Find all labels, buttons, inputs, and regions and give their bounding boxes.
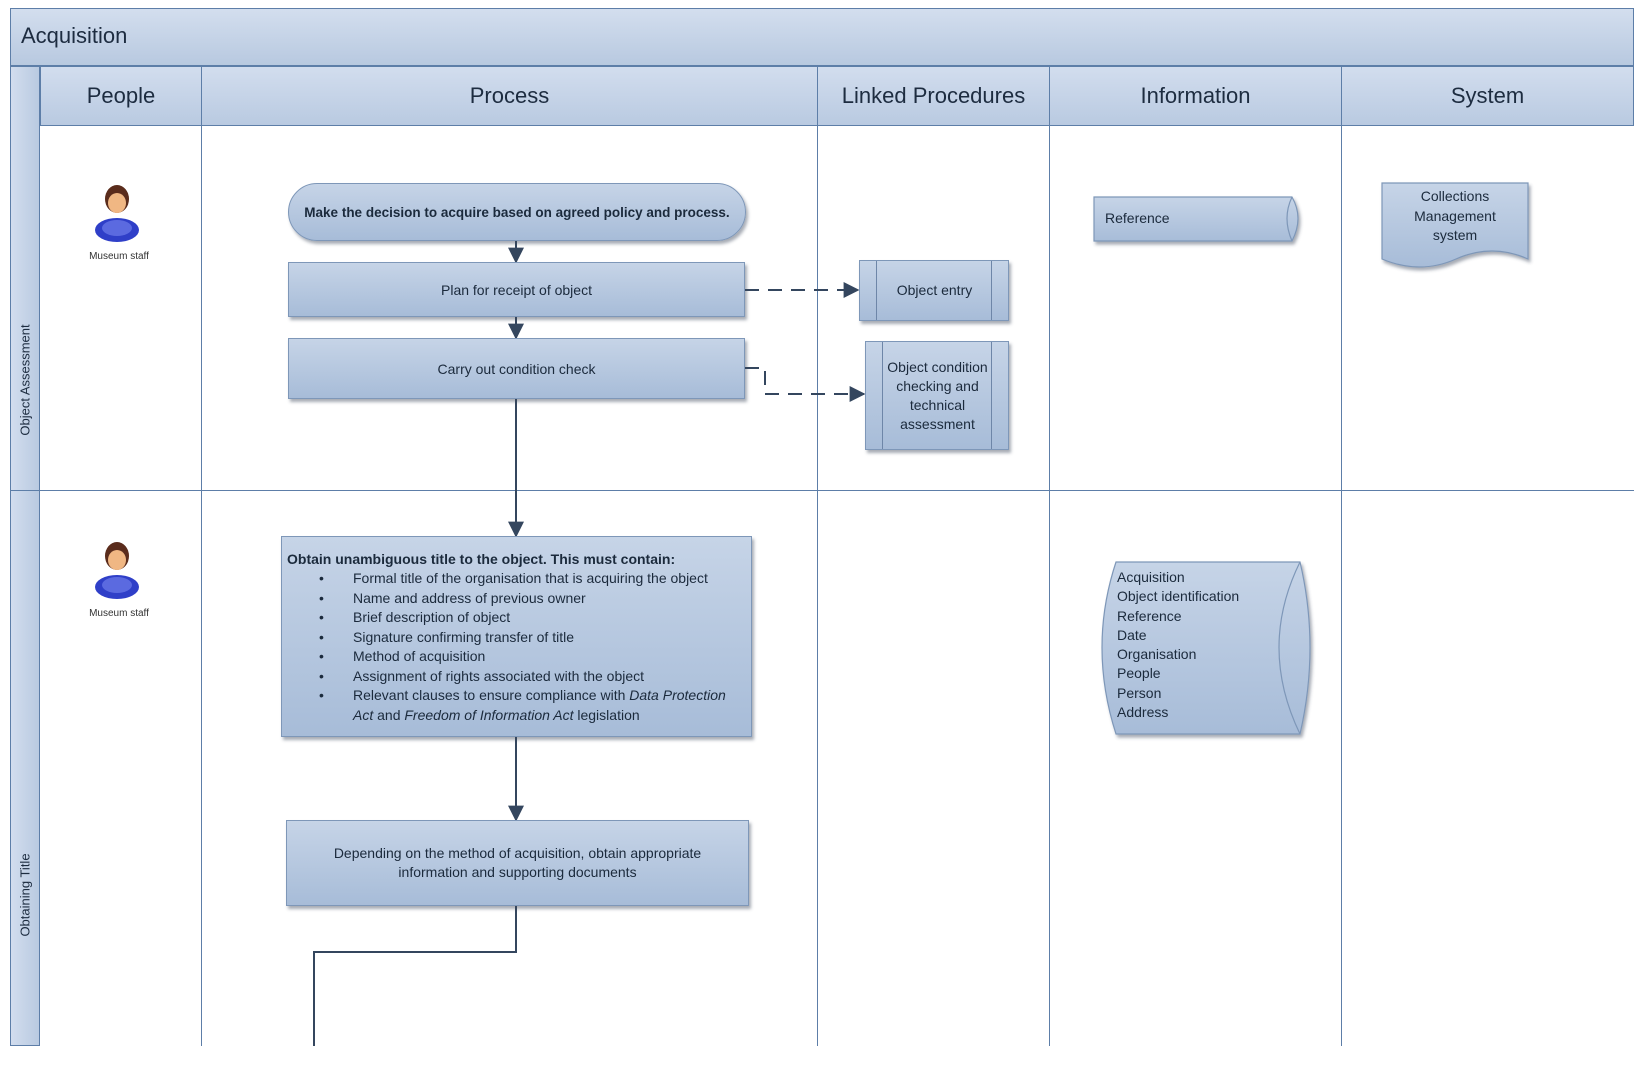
cms-label: Collections Management system: [1414, 188, 1496, 243]
information-items: Acquisition Object identification Refere…: [1117, 568, 1239, 722]
lane-label-bar-obtaining-title: Obtaining Title: [10, 490, 40, 1046]
information-item: Person: [1117, 684, 1162, 701]
lane-label-object-assessment: Object Assessment: [17, 324, 33, 436]
information-item: Address: [1117, 704, 1169, 721]
lane-label-bar-object-assessment: Object Assessment: [10, 66, 40, 491]
subprocess-bar-left: [876, 261, 877, 320]
obtain-title-item: Signature confirming transfer of title: [287, 628, 745, 648]
information-item: Acquisition: [1117, 569, 1185, 585]
museum-staff-icon: [95, 542, 139, 599]
obtain-title-item: Brief description of object: [287, 608, 745, 628]
information-item: Object identification: [1117, 588, 1240, 605]
column-divider: [1341, 126, 1342, 1046]
column-header-linked-procedures: Linked Procedures: [817, 66, 1050, 126]
column-divider: [201, 126, 202, 1046]
information-item: People: [1117, 665, 1161, 682]
column-divider: [1049, 126, 1050, 1046]
lane-divider: [40, 490, 1634, 491]
object-entry-label: Object entry: [896, 282, 973, 298]
information-item: Date: [1117, 626, 1147, 643]
people-label-1: Museum staff: [89, 251, 149, 262]
dashed-arrow-check-to-condition: [745, 367, 866, 402]
cms-document-shape: [1381, 182, 1529, 268]
process-condition-check: Carry out condition check: [288, 338, 745, 399]
linked-procedure-object-entry: Object entry: [859, 260, 1009, 321]
obtain-title-item: Name and address of previous owner: [287, 589, 745, 609]
column-header-system: System: [1341, 66, 1634, 126]
museum-staff-icon: [95, 185, 139, 242]
obtain-title-heading: Obtain unambiguous title to the object. …: [287, 551, 676, 567]
obtain-title-list: Formal title of the organisation that is…: [287, 569, 745, 725]
process-depending-method: Depending on the method of acquisition, …: [286, 820, 749, 906]
subprocess-bar-right: [991, 261, 992, 320]
column-header-process: Process: [201, 66, 818, 126]
connector-depending-continue: [313, 906, 517, 1046]
diagram-title-bar: Acquisition: [10, 8, 1634, 66]
subprocess-bar-right: [991, 342, 992, 449]
information-item: Organisation: [1117, 646, 1197, 663]
people-label-2: Museum staff: [89, 608, 149, 619]
process-decision-terminator: Make the decision to acquire based on ag…: [288, 183, 746, 241]
condition-assessment-label: Object condition checking and technical …: [887, 358, 988, 432]
column-divider: [817, 126, 818, 1046]
information-data-store-shape: [1101, 561, 1311, 735]
column-header-information: Information: [1049, 66, 1342, 126]
diagram-title: Acquisition: [21, 23, 128, 48]
lane-label-obtaining-title: Obtaining Title: [17, 853, 33, 937]
obtain-title-item-compliance: Relevant clauses to ensure compliance wi…: [287, 686, 745, 725]
information-item: Reference: [1117, 607, 1182, 624]
subprocess-bar-left: [882, 342, 883, 449]
reference-label: Reference: [1105, 210, 1170, 226]
process-plan-receipt: Plan for receipt of object: [288, 262, 745, 317]
obtain-title-item: Assignment of rights associated with the…: [287, 667, 745, 687]
obtain-title-item: Method of acquisition: [287, 647, 745, 667]
column-header-people: People: [40, 66, 202, 126]
reference-data-store-shape: [1093, 196, 1299, 242]
obtain-title-item: Formal title of the organisation that is…: [287, 569, 745, 589]
process-obtain-title: Obtain unambiguous title to the object. …: [281, 536, 752, 737]
linked-procedure-condition-assessment: Object condition checking and technical …: [865, 341, 1009, 450]
